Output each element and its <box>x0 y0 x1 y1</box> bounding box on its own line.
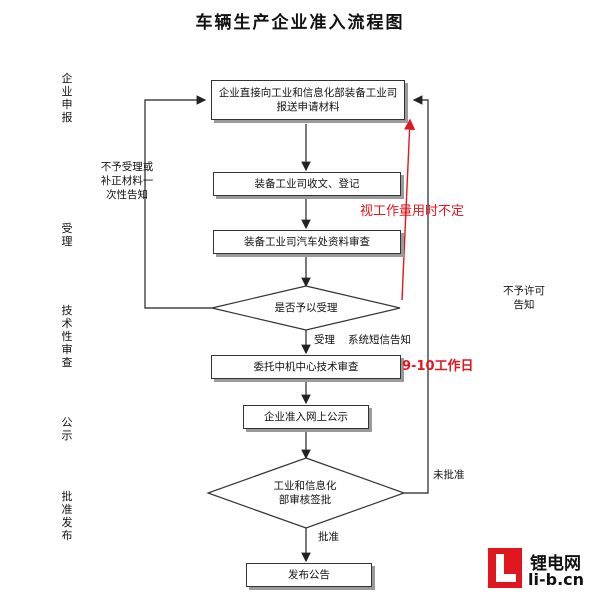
logo-mark-icon <box>488 548 522 588</box>
step-tech-review: 委托中机中心技术审查 <box>211 355 401 379</box>
logo-text-en: li-b.cn <box>528 570 585 589</box>
label-reject-supplement: 不予受理或补正材料一次性告知 <box>100 161 154 201</box>
step-announce: 发布公告 <box>246 563 372 587</box>
stage-accept: 受理 <box>61 222 73 248</box>
annotation-timing-days: 9-10工作日 <box>402 359 474 374</box>
timing-bracket <box>401 118 416 301</box>
approval-label: 工业和信息化部审核签批 <box>273 480 337 506</box>
approval-diamond <box>206 457 406 529</box>
decision-diamond <box>211 285 401 331</box>
label-not-permitted: 不予许可告知 <box>503 285 545 311</box>
page-title: 车辆生产企业准入流程图 <box>195 13 405 33</box>
site-logo: 锂电网 li-b.cn <box>488 548 600 595</box>
stage-review: 技术性审查 <box>61 304 73 369</box>
label-approved: 批准 <box>318 531 339 543</box>
label-accepted: 受理 <box>314 334 335 346</box>
decision-label: 是否予以受理 <box>274 302 338 314</box>
label-not-approved: 未批准 <box>433 469 465 481</box>
logo-text-cn: 锂电网 <box>530 554 581 574</box>
step-online-publicity: 企业准入网上公示 <box>243 405 369 429</box>
stage-apply: 企业申报 <box>61 72 73 124</box>
stage-publicize: 公示 <box>61 416 73 442</box>
arrow-not-approved-loop <box>404 95 429 494</box>
step-submit: 企业直接向工业和信息化部装备工业司报送申请材料 <box>211 80 405 120</box>
label-sms-notify: 系统短信告知 <box>348 334 411 346</box>
stage-approve: 批准发布 <box>61 490 73 542</box>
arrow-reject-loop <box>144 95 212 309</box>
step-receive: 装备工业司收文、登记 <box>213 172 401 196</box>
step-vehicle-review: 装备工业司汽车处资料审查 <box>213 230 401 254</box>
annotation-timing-variable: 视工作量用时不定 <box>360 204 465 219</box>
